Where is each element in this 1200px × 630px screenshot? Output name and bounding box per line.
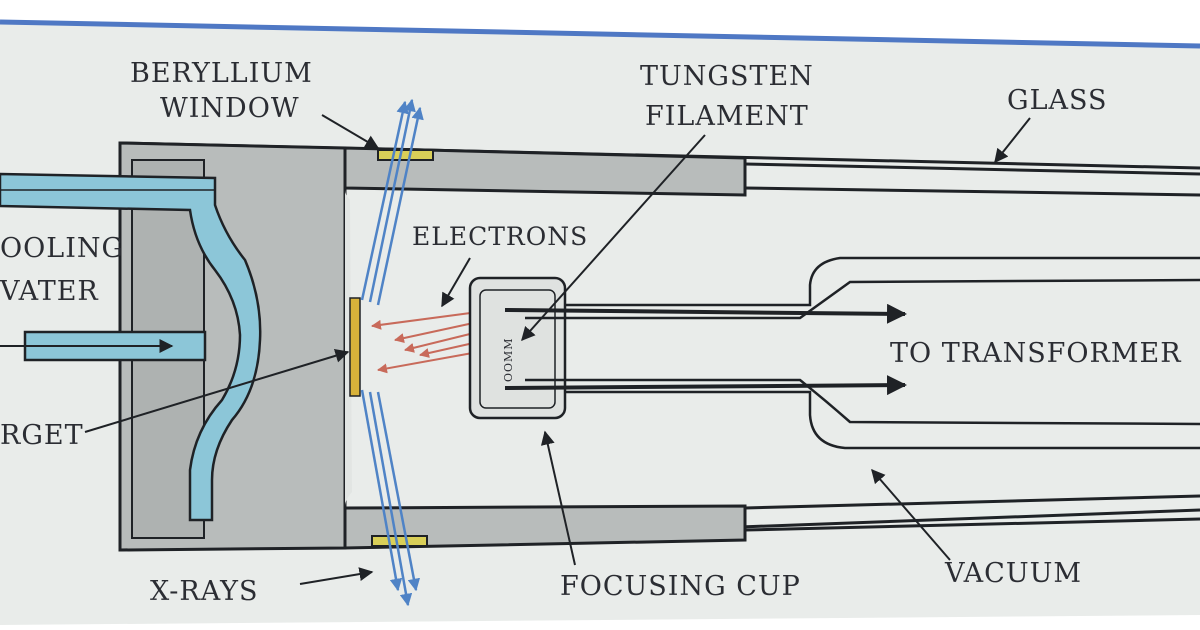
focusing-cup	[468, 276, 567, 420]
tungsten-pointer	[521, 134, 706, 342]
beryllium-window-top	[377, 149, 434, 161]
electrons-pointer	[441, 257, 471, 308]
label-vacuum: VACUUM	[944, 558, 1082, 589]
target-pointer	[84, 348, 350, 433]
label-tungsten: TUNGSTEN	[640, 61, 814, 92]
label-filament: FILAMENT	[645, 101, 809, 132]
glass-pointer	[994, 117, 1031, 164]
xrays-pointer	[299, 567, 374, 585]
label-cooling: OOLING	[0, 233, 124, 264]
label-glass: GLASS	[1007, 85, 1108, 116]
label-target: RGET	[0, 420, 84, 451]
transformer-leads	[504, 303, 907, 396]
label-focusing-cup: FOCUSING CUP	[560, 571, 801, 602]
vacuum-pointer	[871, 468, 951, 561]
label-to-transformer: TO TRANSFORMER	[890, 338, 1182, 369]
beryllium-window-bottom	[371, 535, 428, 547]
label-water: VATER	[0, 276, 99, 307]
cathode-tube	[525, 256, 1200, 450]
focusing-cup-pointer	[540, 430, 576, 566]
label-electrons: ELECTRONS	[412, 222, 588, 251]
pointer-arrows	[0, 114, 1031, 585]
label-beryllium: BERYLLIUM	[130, 58, 313, 89]
electron-beam	[371, 311, 479, 374]
xray-beams	[360, 98, 424, 607]
label-xrays: X-RAYS	[150, 576, 258, 607]
paper-top-edge	[0, 19, 1200, 49]
label-window: WINDOW	[160, 93, 300, 124]
beryllium-pointer	[321, 114, 380, 149]
target-anode	[349, 297, 361, 397]
tungsten-filament-coil: OOMM	[502, 337, 515, 382]
